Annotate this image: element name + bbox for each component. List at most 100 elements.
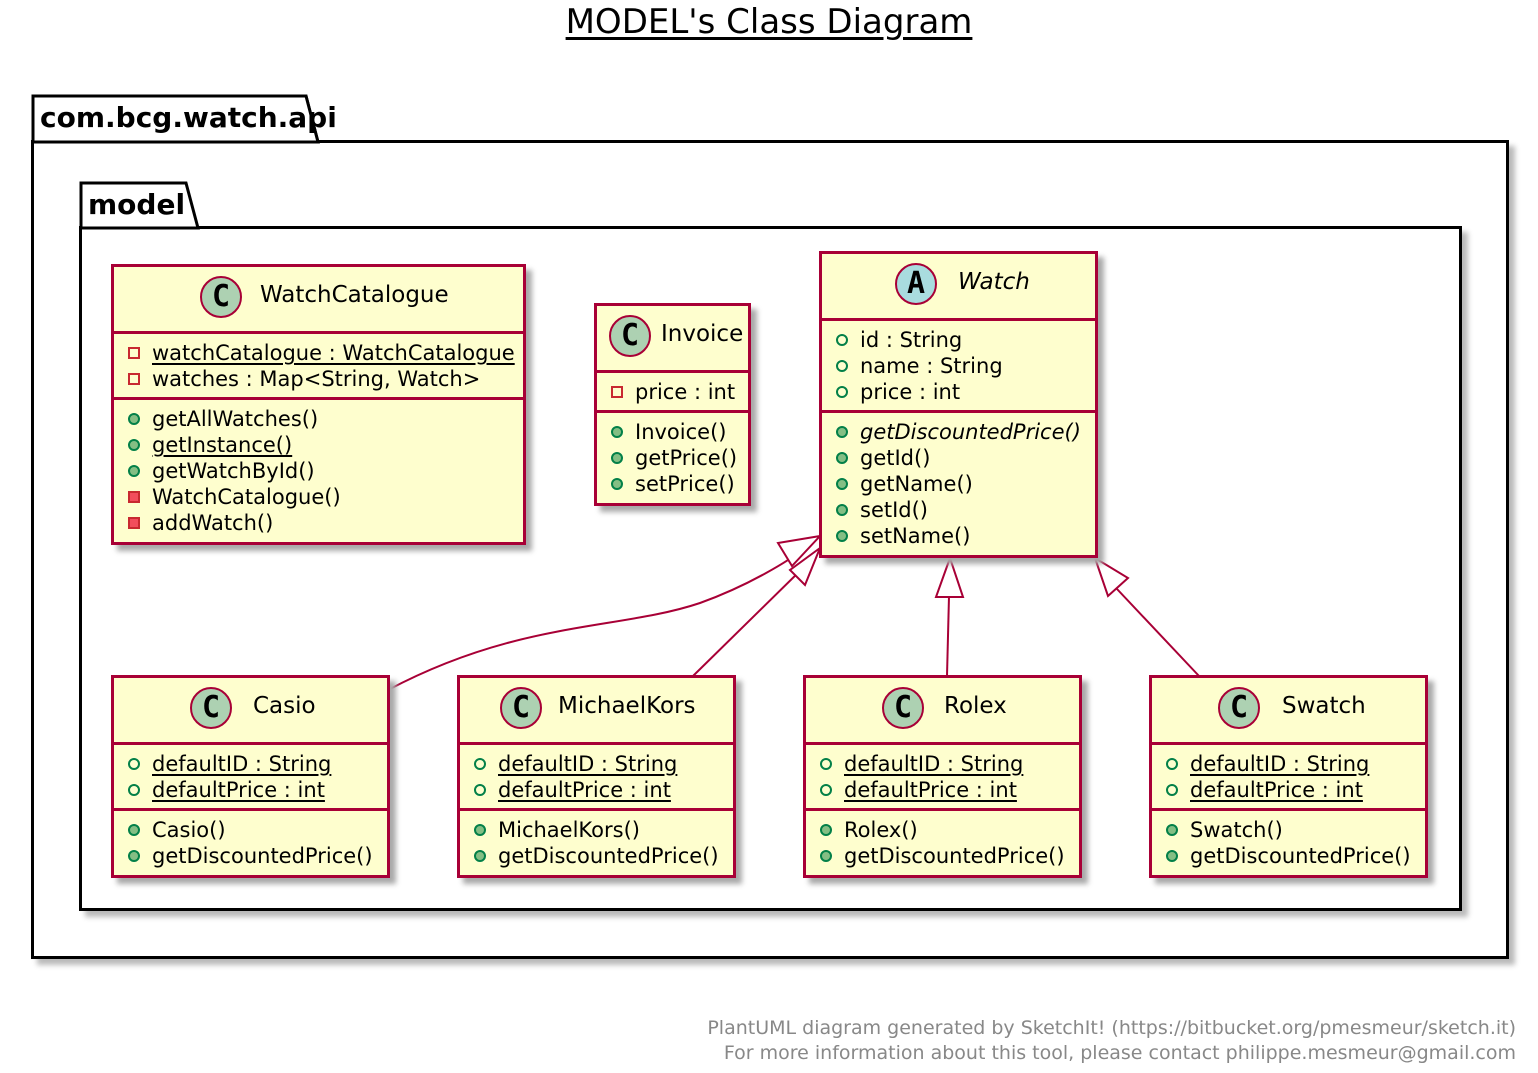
method-text: getDiscountedPrice(): [498, 844, 719, 868]
class-icon: C: [190, 687, 232, 729]
class-header: C Casio: [114, 678, 387, 742]
diagram-title: MODEL's Class Diagram: [565, 2, 973, 42]
method-text: getDiscountedPrice(): [1190, 844, 1411, 868]
class-icon: C: [500, 687, 542, 729]
field-row: price : int: [597, 379, 748, 405]
method-row: addWatch(): [114, 510, 523, 536]
method-row: getName(): [822, 471, 1095, 497]
arrowhead-rolex-watch: [934, 554, 965, 598]
class-icon: C: [200, 276, 242, 318]
public-visibility-icon: [1166, 784, 1178, 796]
field-row: defaultPrice : int: [114, 777, 387, 803]
class-name: Rolex: [944, 693, 1007, 719]
arrowhead-michaelkors-watch: [788, 545, 823, 587]
method-row: getDiscountedPrice(): [806, 843, 1079, 869]
field-text: defaultPrice : int: [1190, 778, 1363, 802]
public-visibility-icon: [611, 426, 623, 438]
field-row: defaultID : String: [806, 751, 1079, 777]
public-visibility-icon: [474, 784, 486, 796]
public-visibility-icon: [611, 452, 623, 464]
method-text: setName(): [860, 524, 971, 548]
public-visibility-icon: [836, 452, 848, 464]
public-visibility-icon: [1166, 824, 1178, 836]
method-text: Rolex(): [844, 818, 918, 842]
field-row: defaultPrice : int: [1152, 777, 1425, 803]
field-text: watchCatalogue : WatchCatalogue: [152, 341, 515, 365]
class-name: Watch: [958, 269, 1030, 295]
method-row: getDiscountedPrice(): [822, 419, 1095, 445]
field-text: defaultID : String: [152, 752, 332, 776]
field-row: watchCatalogue : WatchCatalogue: [114, 340, 523, 366]
public-visibility-icon: [836, 334, 848, 346]
edge-rolex-watch: [946, 595, 950, 677]
method-row: getId(): [822, 445, 1095, 471]
public-visibility-icon: [836, 386, 848, 398]
field-row: name : String: [822, 353, 1095, 379]
public-visibility-icon: [836, 360, 848, 372]
public-visibility-icon: [836, 478, 848, 490]
class-name: Invoice: [661, 321, 744, 347]
class-name: WatchCatalogue: [260, 282, 449, 308]
package-outer-name: com.bcg.watch.api: [40, 101, 337, 134]
field-text: defaultID : String: [498, 752, 678, 776]
method-text: getDiscountedPrice(): [152, 844, 373, 868]
public-visibility-icon: [820, 784, 832, 796]
methods-compartment: Rolex()getDiscountedPrice(): [806, 808, 1079, 874]
class-watchcatalogue[interactable]: C WatchCatalogue watchCatalogue : WatchCat…: [111, 264, 526, 545]
method-row: Swatch(): [1152, 817, 1425, 843]
public-visibility-icon: [128, 465, 140, 477]
class-header: C MichaelKors: [460, 678, 733, 742]
method-row: getDiscountedPrice(): [114, 843, 387, 869]
public-visibility-icon: [128, 784, 140, 796]
field-text: price : int: [635, 380, 736, 404]
method-text: WatchCatalogue(): [152, 485, 341, 509]
class-icon: C: [882, 687, 924, 729]
footer-line-1: PlantUML diagram generated by SketchIt! …: [707, 1017, 1516, 1039]
method-row: MichaelKors(): [460, 817, 733, 843]
method-row: getDiscountedPrice(): [1152, 843, 1425, 869]
field-row: defaultID : String: [1152, 751, 1425, 777]
public-visibility-icon: [128, 413, 140, 425]
method-text: addWatch(): [152, 511, 274, 535]
method-text: getInstance(): [152, 433, 293, 457]
public-visibility-icon: [474, 758, 486, 770]
package-model-name: model: [88, 188, 186, 221]
public-visibility-icon: [820, 758, 832, 770]
method-row: getDiscountedPrice(): [460, 843, 733, 869]
method-text: MichaelKors(): [498, 818, 640, 842]
field-text: watches : Map<String, Watch>: [152, 367, 481, 391]
field-row: defaultPrice : int: [806, 777, 1079, 803]
field-row: defaultID : String: [460, 751, 733, 777]
class-name: Casio: [253, 693, 316, 719]
fields-compartment: price : int: [597, 370, 748, 410]
public-visibility-icon: [1166, 758, 1178, 770]
method-row: setPrice(): [597, 471, 748, 497]
edge-swatch-watch: [1116, 588, 1200, 677]
class-name: Swatch: [1282, 693, 1366, 719]
methods-compartment: Swatch()getDiscountedPrice(): [1152, 808, 1425, 874]
class-icon: C: [609, 315, 651, 357]
method-text: getDiscountedPrice(): [844, 844, 1065, 868]
class-header: C Rolex: [806, 678, 1079, 742]
class-name: MichaelKors: [558, 693, 696, 719]
field-text: id : String: [860, 328, 963, 352]
public-visibility-icon: [128, 439, 140, 451]
edge-casio-watch: [387, 547, 806, 691]
public-visibility-icon: [820, 824, 832, 836]
private-visibility-icon: [611, 386, 623, 398]
field-text: name : String: [860, 354, 1003, 378]
